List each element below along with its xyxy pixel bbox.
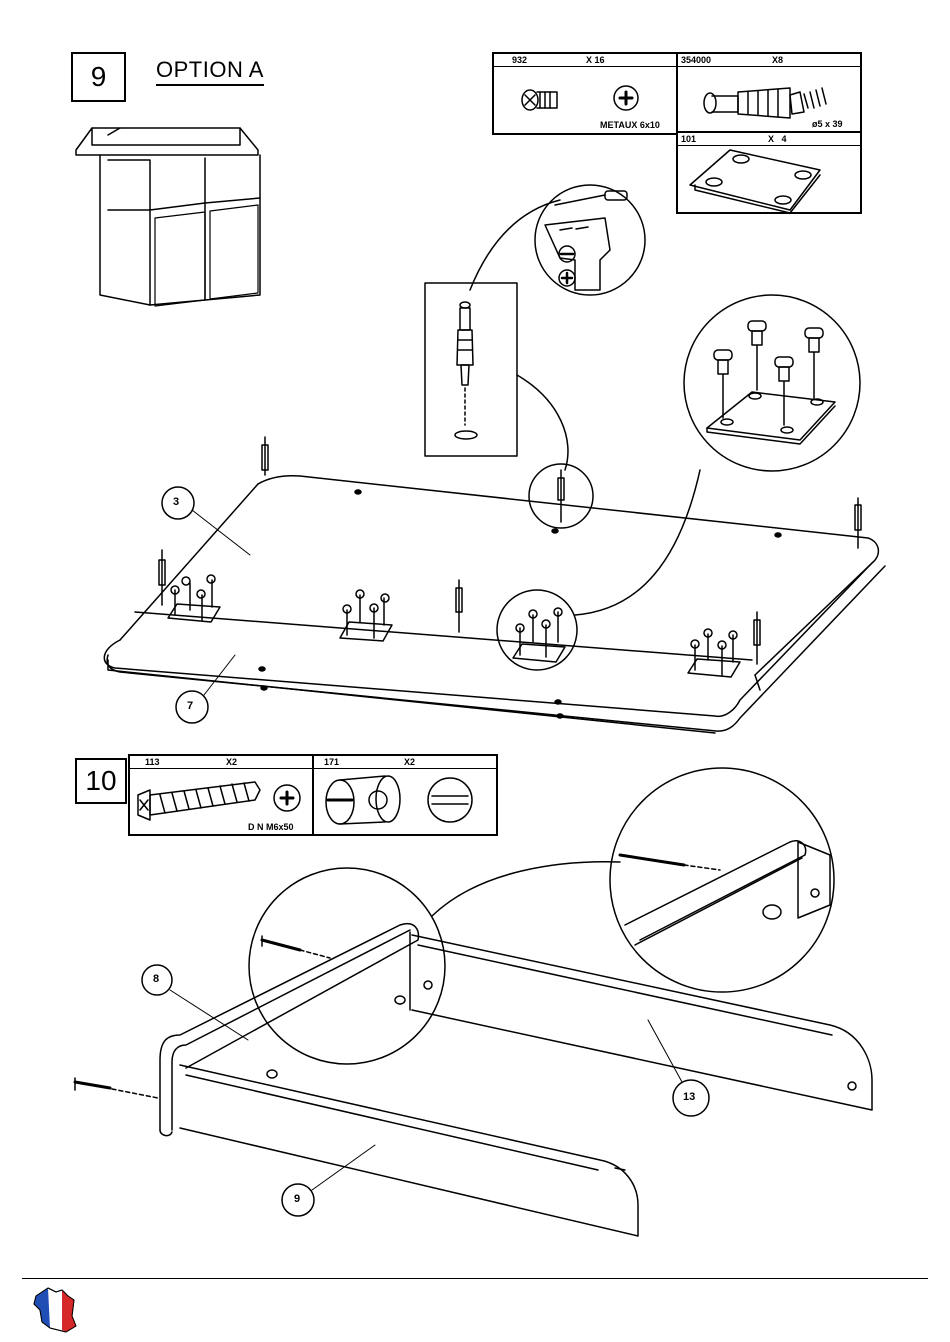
detail-connector bbox=[517, 375, 568, 470]
plate-101-icon bbox=[690, 150, 820, 213]
plate-cluster-callout bbox=[684, 295, 860, 471]
cam-detail-callout bbox=[610, 768, 834, 992]
tools-callout bbox=[535, 185, 645, 295]
dowel-detail-box bbox=[425, 283, 517, 456]
label-9: 9 bbox=[294, 1193, 300, 1205]
finished-unit-illustration bbox=[76, 128, 260, 306]
tools-connector bbox=[470, 200, 560, 290]
cam-171-icon bbox=[326, 776, 472, 824]
label-7: 7 bbox=[187, 700, 193, 712]
plate-connector bbox=[575, 470, 700, 615]
label-3: 3 bbox=[173, 496, 179, 508]
france-map-flag-icon bbox=[34, 1288, 76, 1332]
panel-assembly bbox=[104, 437, 885, 733]
label-8: 8 bbox=[153, 973, 159, 985]
footer-divider bbox=[22, 1278, 928, 1279]
dowel-354000-icon bbox=[704, 88, 826, 118]
bolt-callout-connector bbox=[432, 862, 620, 916]
frame-assembly bbox=[75, 924, 872, 1236]
label-13: 13 bbox=[683, 1091, 695, 1103]
screw-932-icon bbox=[522, 86, 638, 110]
bolt-113-icon bbox=[138, 782, 300, 820]
bolt-callout-circle bbox=[249, 868, 445, 1064]
plate-callout-circle bbox=[497, 590, 577, 670]
label-circle-7 bbox=[176, 655, 235, 723]
